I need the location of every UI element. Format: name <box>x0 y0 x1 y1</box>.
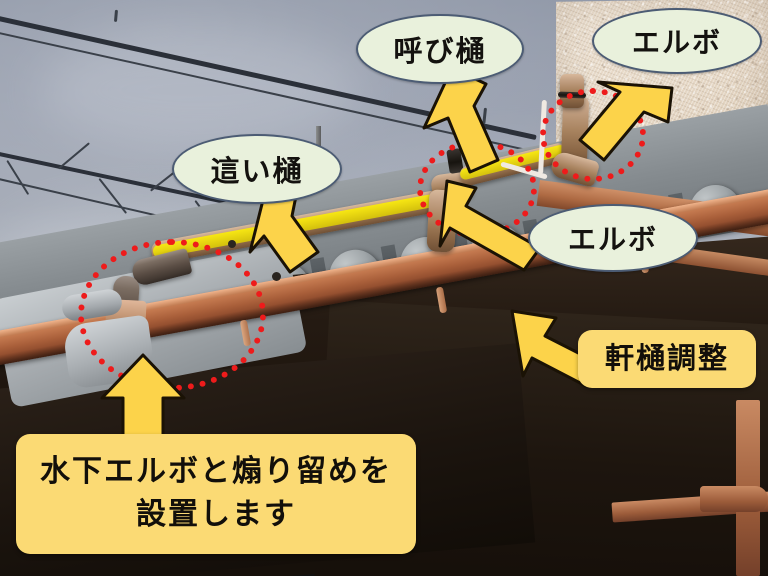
pipe-clip <box>228 240 236 248</box>
callout-elbow-mid[interactable]: エルボ <box>528 204 698 272</box>
callout-haidoi-label: 這い樋 <box>210 154 304 188</box>
callout-haidoi[interactable]: 這い樋 <box>172 134 342 204</box>
dotted-circle-icon <box>540 88 646 182</box>
arrow-icon-elbow-mid <box>438 179 542 272</box>
callout-elbow-mid-label: エルボ <box>567 223 658 256</box>
caption-box[interactable]: 水下エルボと煽り留めを 設置します <box>16 434 416 554</box>
callout-elbow-top[interactable]: エルボ <box>592 8 762 74</box>
arrow-icon-yobidoi <box>422 66 500 174</box>
copper-gutter-end <box>700 486 768 512</box>
label-box-nokidoi-label: 軒樋調整 <box>604 341 729 376</box>
cloud <box>40 30 360 150</box>
caption-line-1: 水下エルボと煽り留めを <box>40 454 392 490</box>
callout-yobidoi-label: 呼び樋 <box>393 34 487 68</box>
label-box-nokidoi[interactable]: 軒樋調整 <box>578 330 756 388</box>
arrow-icon-haidoi <box>248 194 320 274</box>
callout-elbow-top-label: エルボ <box>631 26 722 59</box>
caption-line-2: 設置します <box>136 497 296 532</box>
pipe-clip <box>272 272 281 281</box>
arrow-icon-elbow-top <box>578 80 674 162</box>
callout-yobidoi[interactable]: 呼び樋 <box>356 14 524 84</box>
